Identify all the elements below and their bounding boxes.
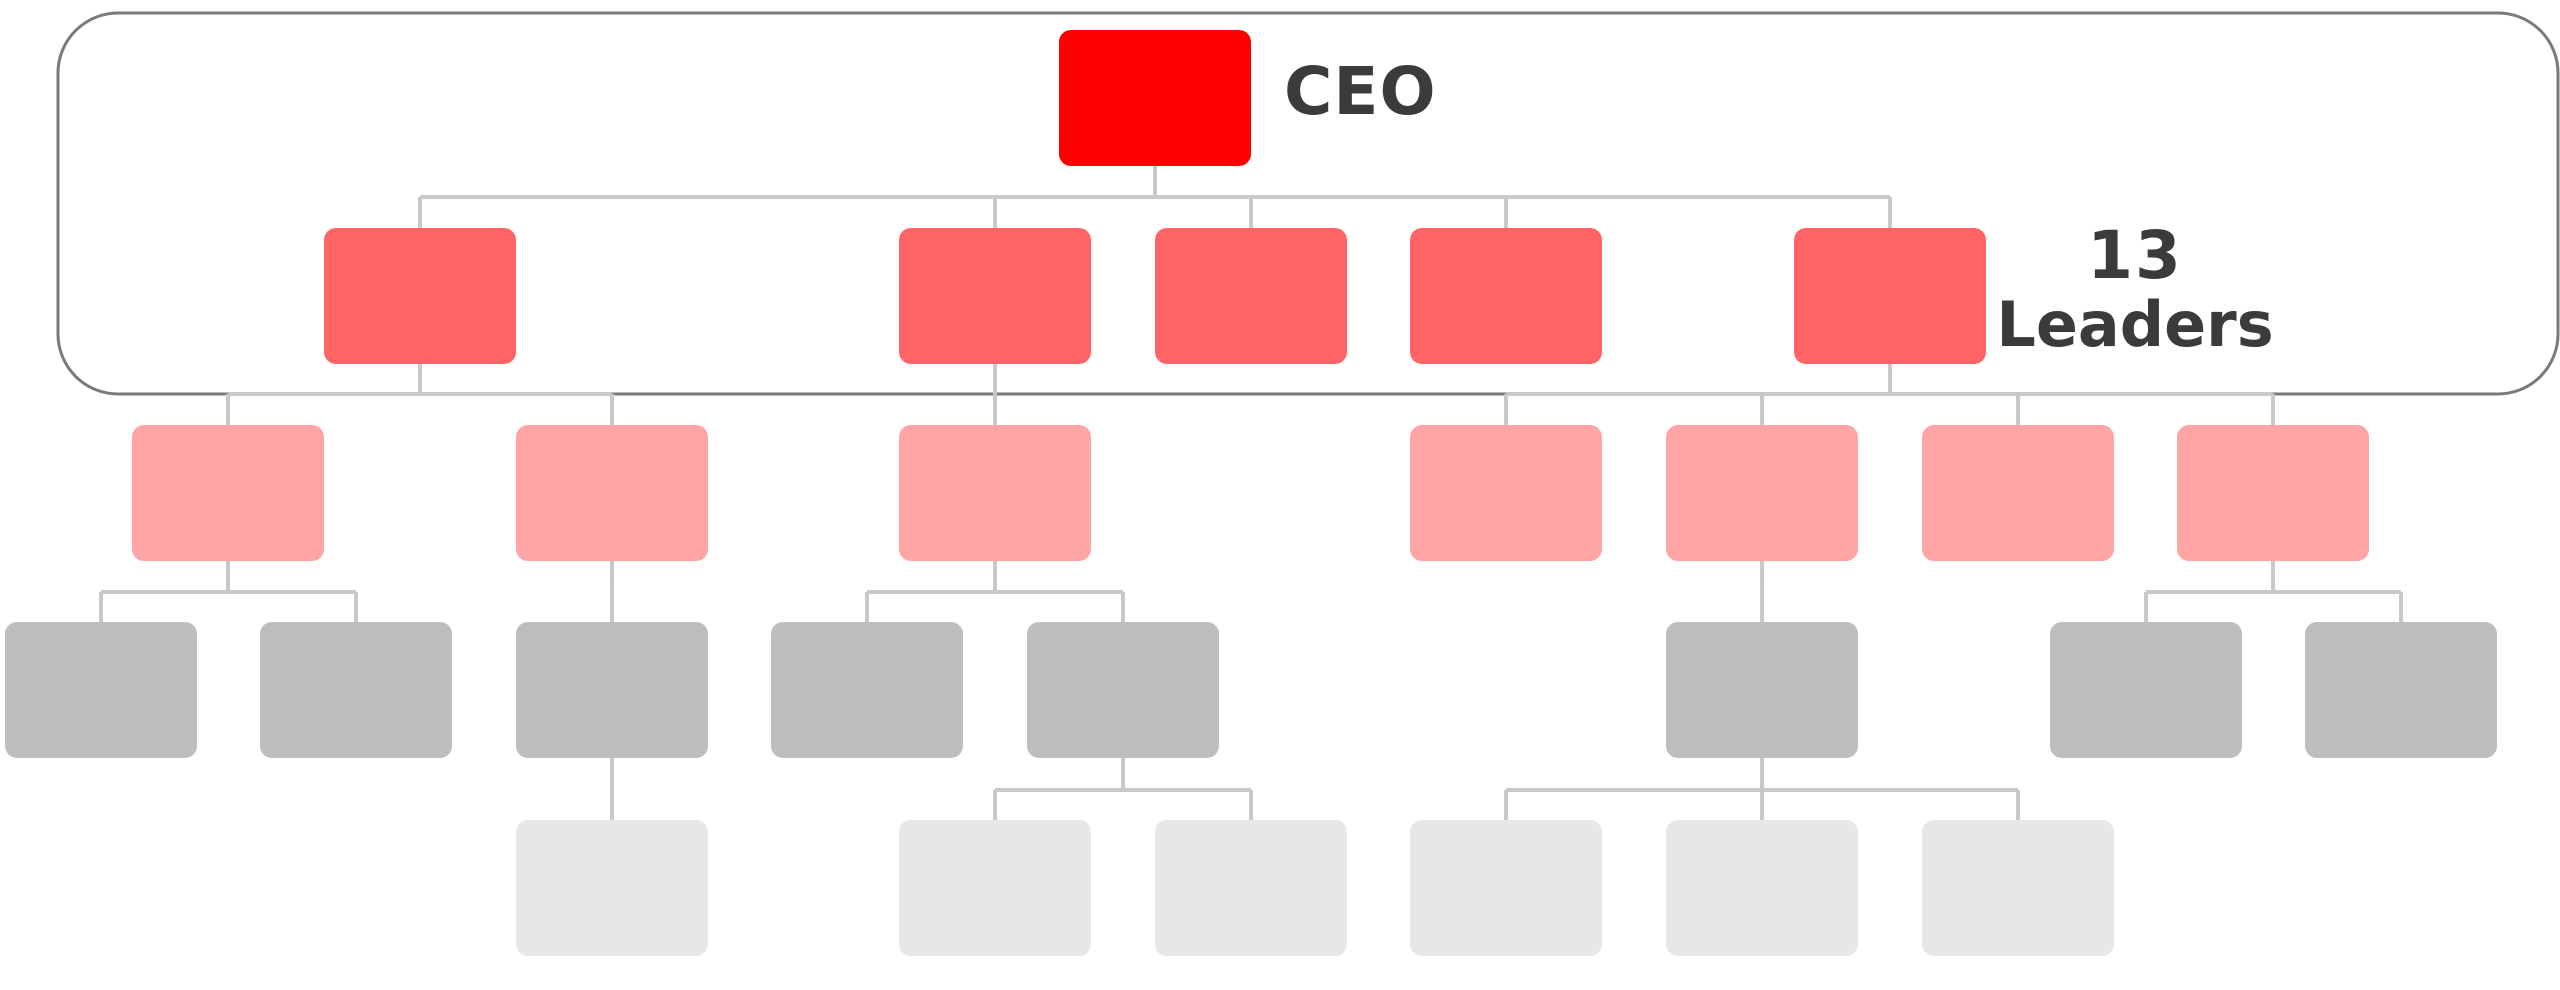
level4-box xyxy=(516,622,708,758)
level3-box xyxy=(899,425,1091,561)
level4-box xyxy=(2050,622,2242,758)
level4-box xyxy=(1027,622,1219,758)
level3-box xyxy=(1922,425,2114,561)
leadership-frame xyxy=(56,11,2560,396)
level5-box xyxy=(1666,820,1858,956)
level5-box xyxy=(1410,820,1602,956)
leader-box xyxy=(1410,228,1602,364)
level4-box xyxy=(260,622,452,758)
leaders-annotation: 13 Leaders xyxy=(1995,218,2275,360)
level5-box xyxy=(899,820,1091,956)
leader-box xyxy=(324,228,516,364)
leader-box xyxy=(899,228,1091,364)
level4-box xyxy=(1666,622,1858,758)
ceo-label: CEO xyxy=(1284,53,1437,130)
level4-box xyxy=(5,622,197,758)
level3-box xyxy=(1666,425,1858,561)
level5-box xyxy=(1155,820,1347,956)
level4-box xyxy=(2305,622,2497,758)
level3-box xyxy=(132,425,324,561)
leader-box xyxy=(1155,228,1347,364)
level3-box xyxy=(516,425,708,561)
level5-box xyxy=(1922,820,2114,956)
leaders-word: Leaders xyxy=(1996,288,2274,361)
level3-box xyxy=(1410,425,1602,561)
leaders-count: 13 xyxy=(2087,217,2183,294)
level4-box xyxy=(771,622,963,758)
leader-box xyxy=(1794,228,1986,364)
level5-box xyxy=(516,820,708,956)
ceo-box xyxy=(1059,30,1251,166)
level3-box xyxy=(2177,425,2369,561)
